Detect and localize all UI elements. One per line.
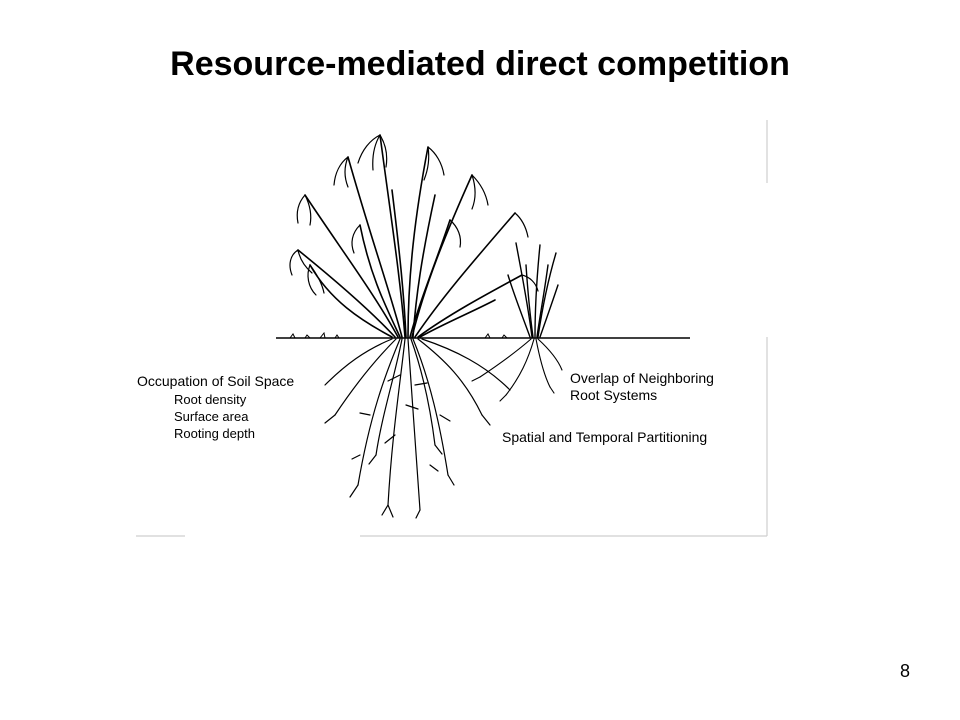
large-grass-roots	[324, 338, 511, 519]
large-grass-seed-heads	[289, 134, 539, 296]
plant-root-drawing	[136, 120, 768, 537]
soil-space-heading: Occupation of Soil Space	[137, 373, 295, 389]
soil-space-item-root-density: Root density	[174, 392, 247, 407]
root-competition-illustration: Occupation of Soil Space Root density Su…	[130, 115, 775, 545]
partitioning-label: Spatial and Temporal Partitioning	[502, 429, 708, 445]
small-grass-shoot	[507, 242, 559, 338]
small-grass-roots	[471, 338, 563, 402]
soil-space-item-rooting-depth: Rooting depth	[174, 426, 255, 441]
overlap-heading-line1: Overlap of Neighboring	[570, 370, 714, 386]
figure-frame	[136, 120, 768, 537]
page-number: 8	[899, 661, 910, 681]
ground-line	[276, 331, 690, 339]
large-grass-shoot	[297, 134, 523, 338]
slide-title: Resource-mediated direct competition	[170, 45, 790, 83]
soil-space-item-surface-area: Surface area	[174, 409, 249, 424]
overlap-heading-line2: Root Systems	[570, 387, 658, 403]
